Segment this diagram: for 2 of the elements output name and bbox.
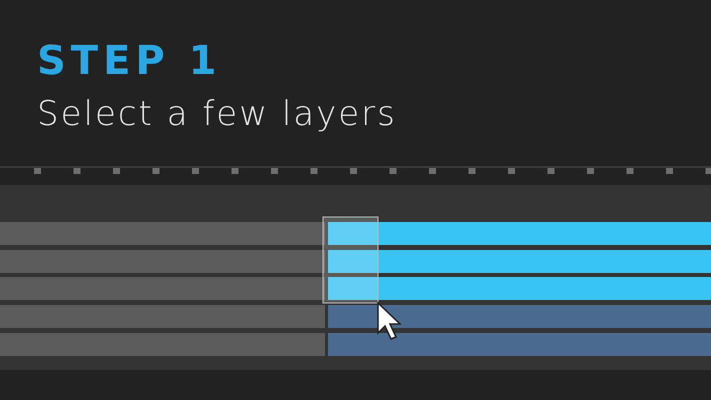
instruction-text: Select a few layers bbox=[37, 93, 397, 136]
step-heading: STEP 1 bbox=[37, 38, 222, 84]
